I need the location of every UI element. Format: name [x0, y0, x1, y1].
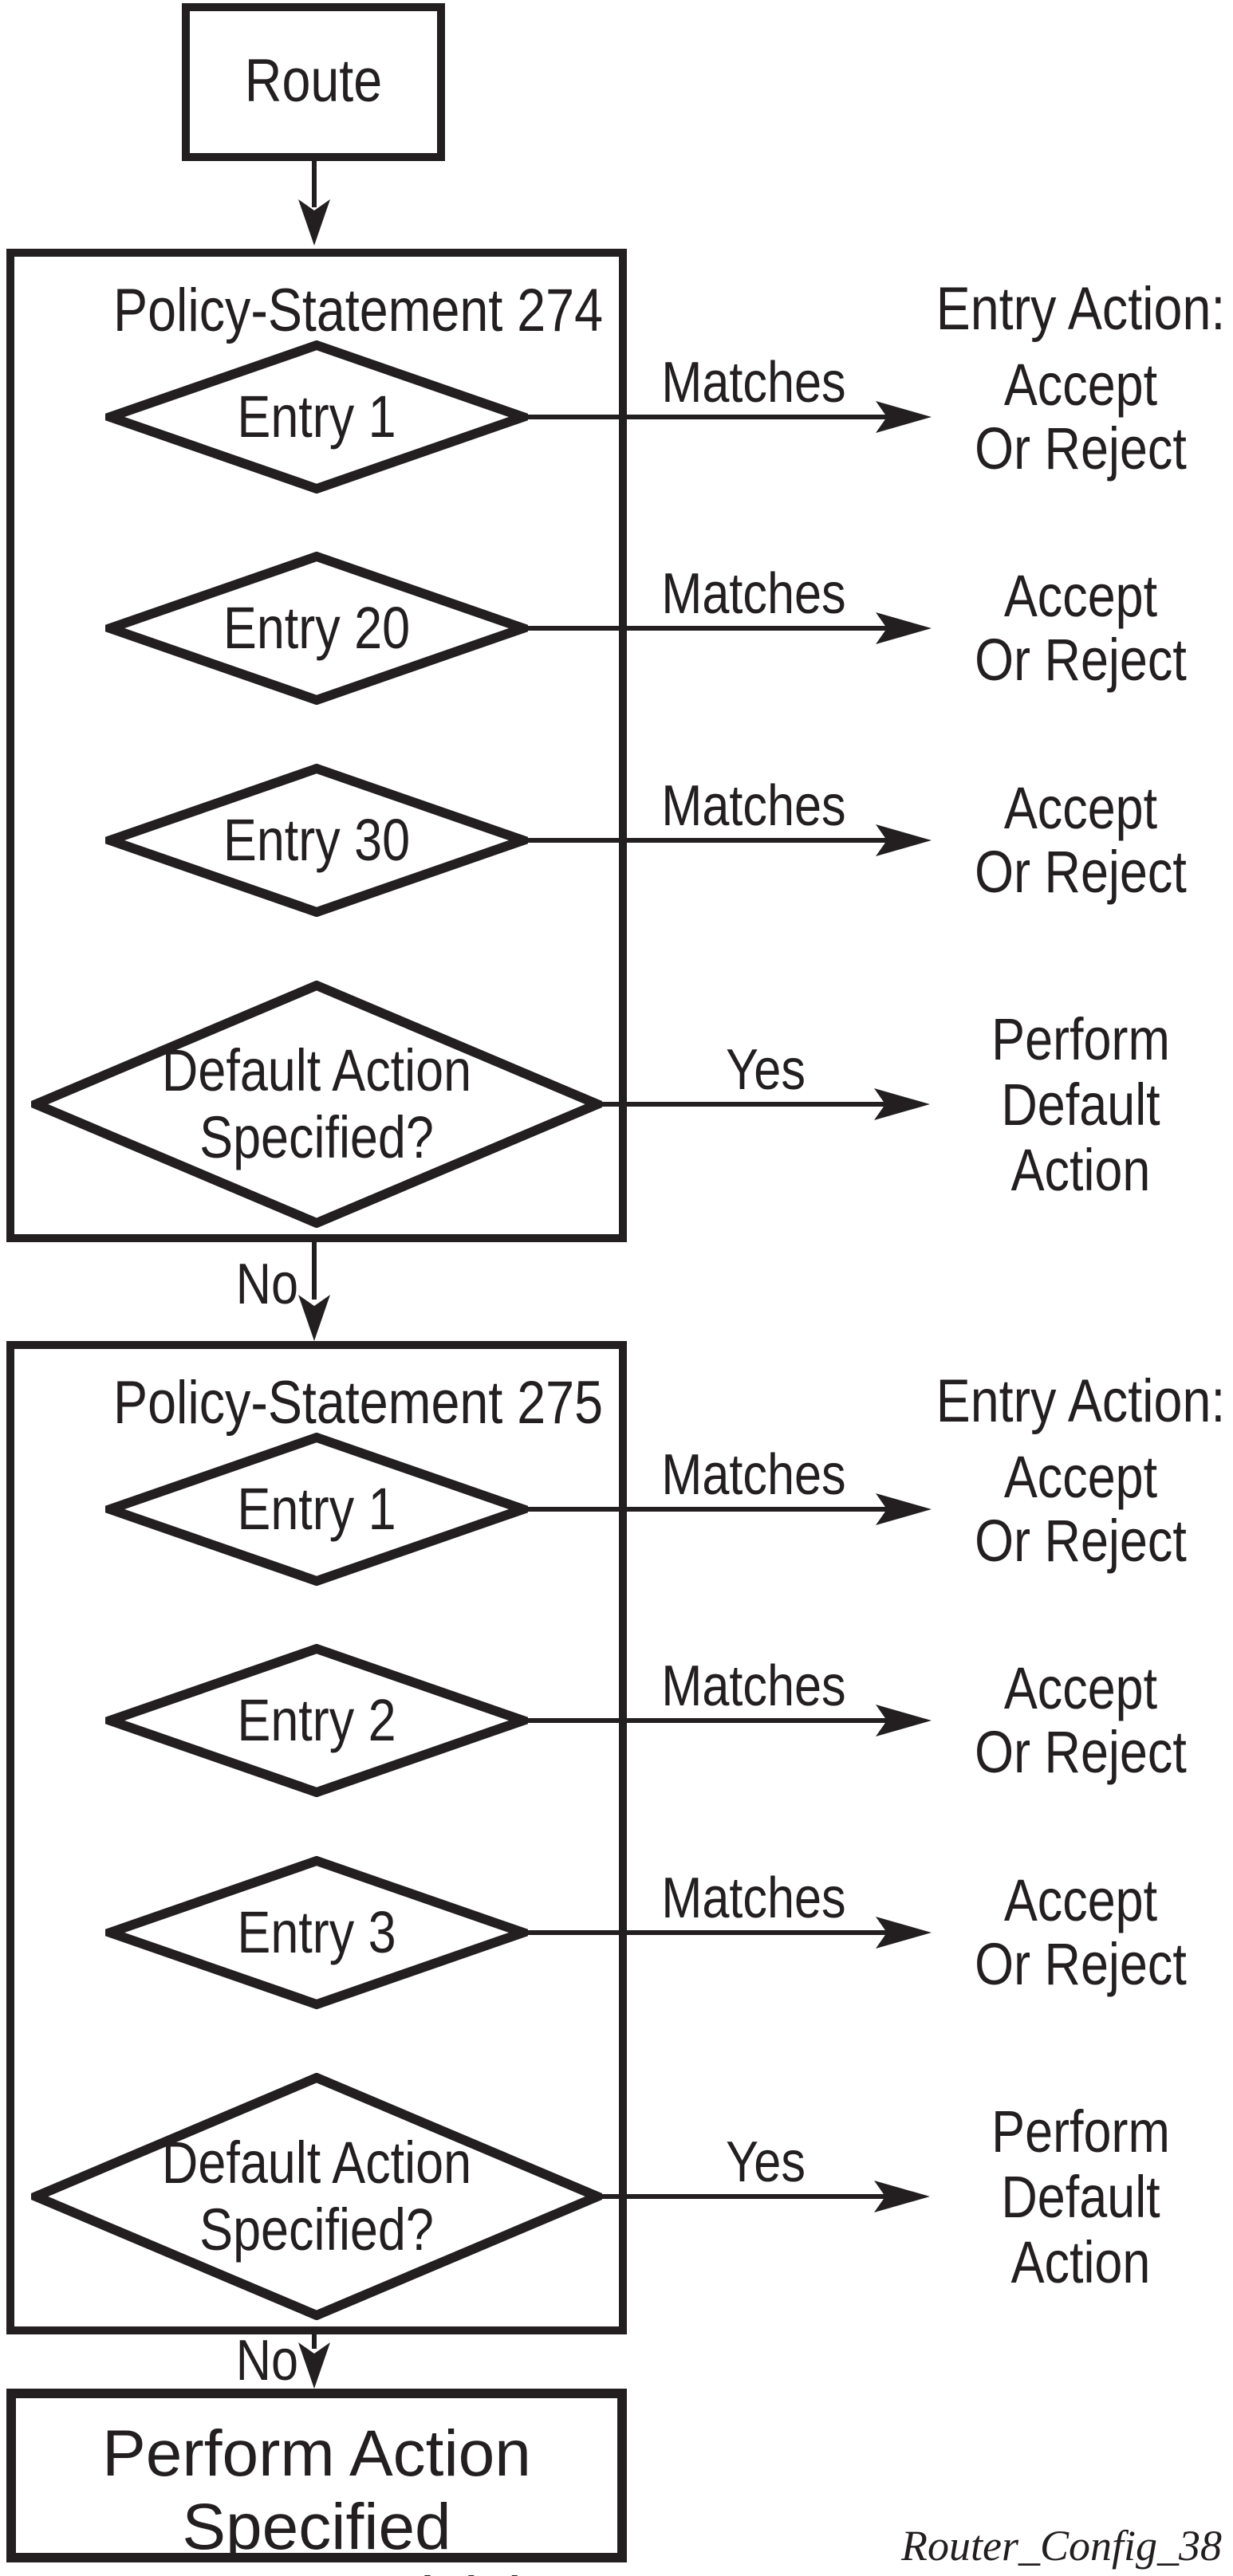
no-label-1: No — [235, 1253, 298, 1316]
branch-label-matches: Matches — [661, 1654, 846, 1718]
route-node-box — [182, 3, 445, 161]
diamond-outline — [105, 1433, 528, 1586]
action-line1: Accept — [1003, 775, 1158, 841]
policy275-title: Policy-Statement 275 — [113, 1369, 604, 1437]
matches-arrow — [518, 1705, 932, 1736]
diamond-outline — [105, 340, 528, 494]
decision-diamond-entry20-274 — [105, 552, 528, 705]
diamond-outline — [31, 2073, 602, 2320]
result-line3: Action — [1010, 2229, 1151, 2295]
entry-action-heading-2: Entry Action: — [936, 1367, 1226, 1435]
diamond-outline — [105, 1856, 528, 2009]
arrowhead-down-icon — [298, 1295, 330, 1341]
figure-id-watermark: Router_Config_38 — [901, 2522, 1222, 2570]
action-line1: Accept — [1003, 1655, 1158, 1721]
result-line2: Default — [1001, 2164, 1160, 2230]
decision-diamond-entry3-275 — [105, 1856, 528, 2009]
entry-action-result: Accept Or Reject — [877, 1869, 1233, 1996]
action-line1: Accept — [1003, 352, 1158, 418]
end-box-line1: Perform Action Specified — [102, 2417, 531, 2563]
matches-arrow — [518, 824, 932, 856]
arrowhead-down-icon — [298, 2342, 330, 2389]
branch-label-yes: Yes — [726, 2130, 806, 2194]
result-line3: Action — [1010, 1137, 1151, 1203]
decision-diamond-entry1-274 — [105, 340, 528, 494]
end-box-line2: By Protocol (1) — [16, 2564, 617, 2576]
arrowhead-right-icon — [876, 401, 932, 433]
policy274-title: Policy-Statement 274 — [113, 277, 604, 344]
default-decision-label: Default Action Specified? — [113, 2130, 520, 2263]
default-question-line2: Specified? — [199, 1104, 434, 1170]
arrowhead-right-icon — [876, 612, 932, 644]
decision-label: Entry 3 — [237, 1899, 396, 1965]
entry-action-result: Accept Or Reject — [877, 1657, 1233, 1784]
result-line1: Perform — [991, 1006, 1170, 1072]
decision-label: Entry 20 — [223, 595, 411, 661]
no-arrow-275-to-protocol — [298, 2334, 330, 2389]
arrowhead-right-icon — [874, 1088, 930, 1120]
default-question-line1: Default Action — [161, 2130, 472, 2196]
matches-arrow — [518, 1493, 932, 1525]
no-arrow-274-to-275 — [298, 1242, 330, 1341]
decision-diamond-entry1-275 — [105, 1433, 528, 1586]
arrowhead-right-icon — [874, 2181, 930, 2212]
default-decision-label: Default Action Specified? — [113, 1037, 520, 1171]
arrowhead-right-icon — [876, 1705, 932, 1736]
action-line2: Or Reject — [975, 1508, 1187, 1574]
entry-action-result: Accept Or Reject — [877, 564, 1233, 692]
result-line1: Perform — [991, 2098, 1170, 2165]
route-node-label: Route — [244, 47, 383, 115]
arrowhead-right-icon — [876, 1917, 932, 1949]
decision-label: Entry 2 — [237, 1687, 396, 1753]
no-label-2: No — [235, 2329, 298, 2393]
decision-diamond-entry30-274 — [105, 764, 528, 917]
branch-label-matches: Matches — [661, 351, 846, 415]
branch-label-matches: Matches — [661, 1866, 846, 1930]
action-line1: Accept — [1003, 1867, 1158, 1933]
route-to-policy274-arrow — [298, 161, 330, 246]
entry-action-heading-1: Entry Action: — [936, 275, 1226, 343]
action-line2: Or Reject — [975, 627, 1187, 693]
action-line2: Or Reject — [975, 1719, 1187, 1785]
arrowhead-right-icon — [876, 824, 932, 856]
branch-label-matches: Matches — [661, 1443, 846, 1507]
default-question-line1: Default Action — [161, 1037, 472, 1103]
decision-diamond-entry2-275 — [105, 1644, 528, 1797]
diamond-outline — [31, 981, 602, 1228]
entry-action-result: Accept Or Reject — [877, 777, 1233, 904]
action-line2: Or Reject — [975, 415, 1187, 482]
yes-arrow — [597, 1088, 930, 1120]
action-line2: Or Reject — [975, 839, 1187, 905]
decision-diamond-default-275 — [31, 2073, 602, 2320]
arrowhead-right-icon — [876, 1493, 932, 1525]
branch-label-matches: Matches — [661, 562, 846, 626]
branch-label-yes: Yes — [726, 1038, 806, 1102]
matches-arrow — [518, 401, 932, 433]
entry-action-result: Accept Or Reject — [877, 353, 1233, 481]
perform-default-action-result: Perform Default Action — [877, 2099, 1233, 2295]
action-line1: Accept — [1003, 1444, 1158, 1510]
action-line2: Or Reject — [975, 1931, 1187, 1997]
decision-diamond-default-274 — [31, 981, 602, 1228]
perform-default-action-result: Perform Default Action — [877, 1007, 1233, 1203]
matches-arrow — [518, 1917, 932, 1949]
diamond-outline — [105, 1644, 528, 1797]
decision-label: Entry 30 — [223, 807, 411, 873]
protocol-action-end-box: Perform Action Specified By Protocol (1) — [6, 2389, 627, 2576]
action-line1: Accept — [1003, 563, 1158, 629]
diamond-outline — [105, 552, 528, 705]
decision-label: Entry 1 — [237, 383, 396, 450]
matches-arrow — [518, 612, 932, 644]
branch-label-matches: Matches — [661, 774, 846, 838]
result-line2: Default — [1001, 1072, 1160, 1138]
decision-label: Entry 1 — [237, 1476, 396, 1542]
default-question-line2: Specified? — [199, 2196, 434, 2263]
arrowhead-down-icon — [298, 199, 330, 246]
entry-action-result: Accept Or Reject — [877, 1445, 1233, 1573]
yes-arrow — [597, 2181, 930, 2212]
diamond-outline — [105, 764, 528, 917]
